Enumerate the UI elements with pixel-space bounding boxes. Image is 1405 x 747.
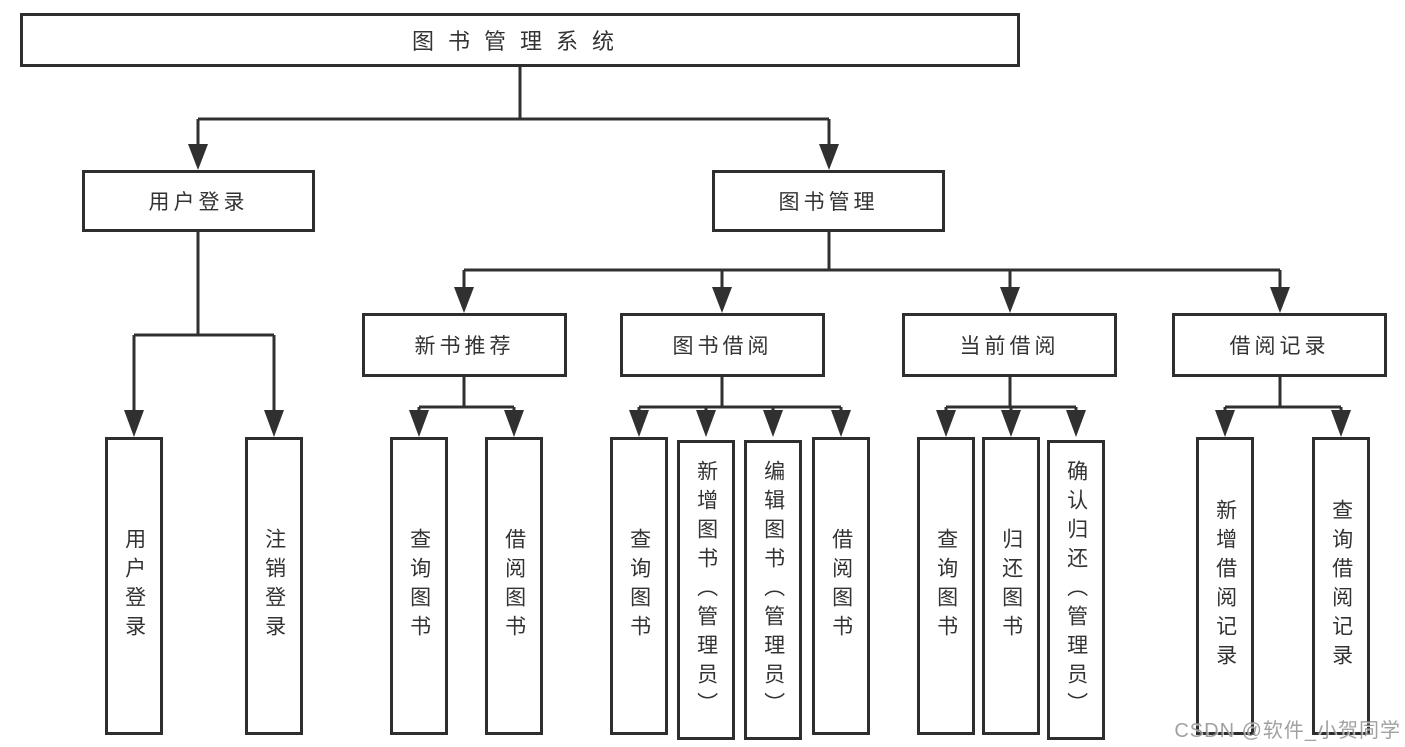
leaf-query-borrow-record: 查询借阅记录 [1312, 437, 1370, 735]
leaf-borrow-books-recommend: 借阅图书 [485, 437, 543, 735]
connector-new-book-recommend [409, 377, 524, 437]
connector-root [188, 67, 839, 170]
connector-book-management [454, 232, 1290, 313]
root-node: 图书管理系统 [20, 13, 1020, 67]
connector-borrow-records [1215, 377, 1351, 437]
leaf-add-book-admin: 新增图书（管理员） [677, 440, 735, 740]
leaf-borrow-books-borrow: 借阅图书 [812, 437, 870, 735]
leaf-add-borrow-record: 新增借阅记录 [1196, 437, 1254, 735]
node-borrow-records: 借阅记录 [1172, 313, 1387, 377]
leaf-query-books-borrow: 查询图书 [610, 437, 668, 735]
leaf-query-books-current: 查询图书 [917, 437, 975, 735]
connector-book-borrow [629, 377, 851, 437]
node-new-book-recommend: 新书推荐 [362, 313, 567, 377]
csdn-watermark: CSDN @软件_小贺同学 [1174, 720, 1401, 742]
node-book-management: 图书管理 [712, 170, 945, 232]
connector-user-login [124, 232, 284, 437]
leaf-return-book: 归还图书 [982, 437, 1040, 735]
node-current-borrow: 当前借阅 [902, 313, 1117, 377]
leaf-confirm-return-admin: 确认归还（管理员） [1047, 440, 1105, 740]
leaf-user-login: 用户登录 [105, 437, 163, 735]
node-user-login: 用户登录 [82, 170, 315, 232]
leaf-edit-book-admin: 编辑图书（管理员） [744, 440, 802, 740]
node-book-borrow: 图书借阅 [620, 313, 825, 377]
connector-current-borrow [936, 377, 1086, 437]
leaf-logout: 注销登录 [245, 437, 303, 735]
leaf-query-books-recommend: 查询图书 [390, 437, 448, 735]
